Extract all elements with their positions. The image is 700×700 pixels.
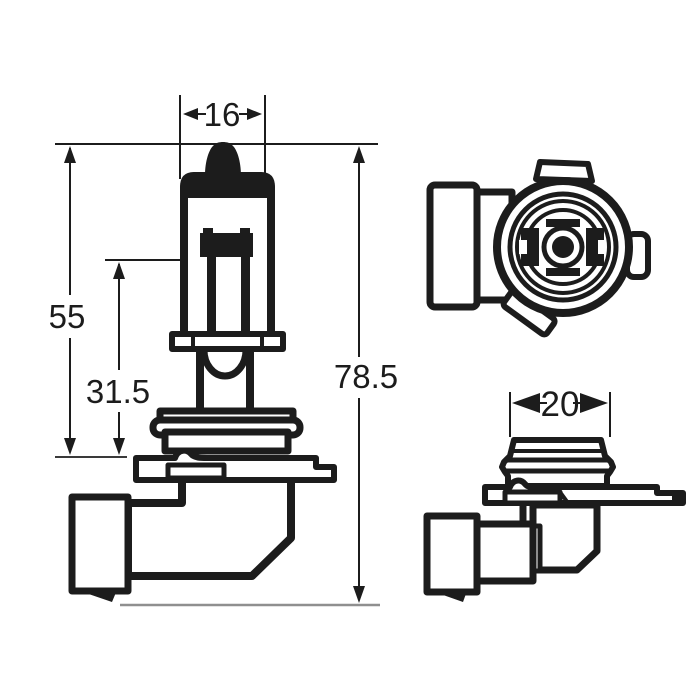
plug-body [423, 512, 481, 596]
plug-latch-notch-2 [429, 590, 467, 602]
support-wire-right [241, 257, 250, 338]
dimension-glass-length: 55 [49, 146, 86, 455]
support-wire-left [207, 257, 216, 338]
center-contact [552, 236, 574, 258]
dim-label-light-center-length: 31.5 [86, 373, 150, 410]
side-view-base: 20 [423, 385, 686, 602]
dimension-light-center-length: 31.5 [86, 259, 183, 455]
dim-label-tip-width: 16 [204, 96, 241, 133]
dim-label-overall-length: 78.5 [334, 358, 398, 395]
plug-latch-notch [74, 589, 117, 602]
flange-key-tab-2 [502, 489, 563, 506]
dim-label-glass-length: 55 [49, 298, 86, 335]
plug-housing [426, 181, 481, 311]
flange-key-tab [165, 462, 227, 481]
dim-label-seal-width: 20 [541, 385, 580, 424]
glass-shoulder [180, 172, 275, 198]
pinch-seal-arch [200, 349, 250, 380]
dimension-overall-length: 78.5 [334, 146, 398, 603]
side-view-bulb [68, 142, 337, 602]
glass-tip-nipple [205, 142, 241, 176]
axial-view-base [426, 159, 651, 338]
dimension-seal-width: 20 [509, 385, 611, 437]
filament-shield [200, 233, 253, 257]
